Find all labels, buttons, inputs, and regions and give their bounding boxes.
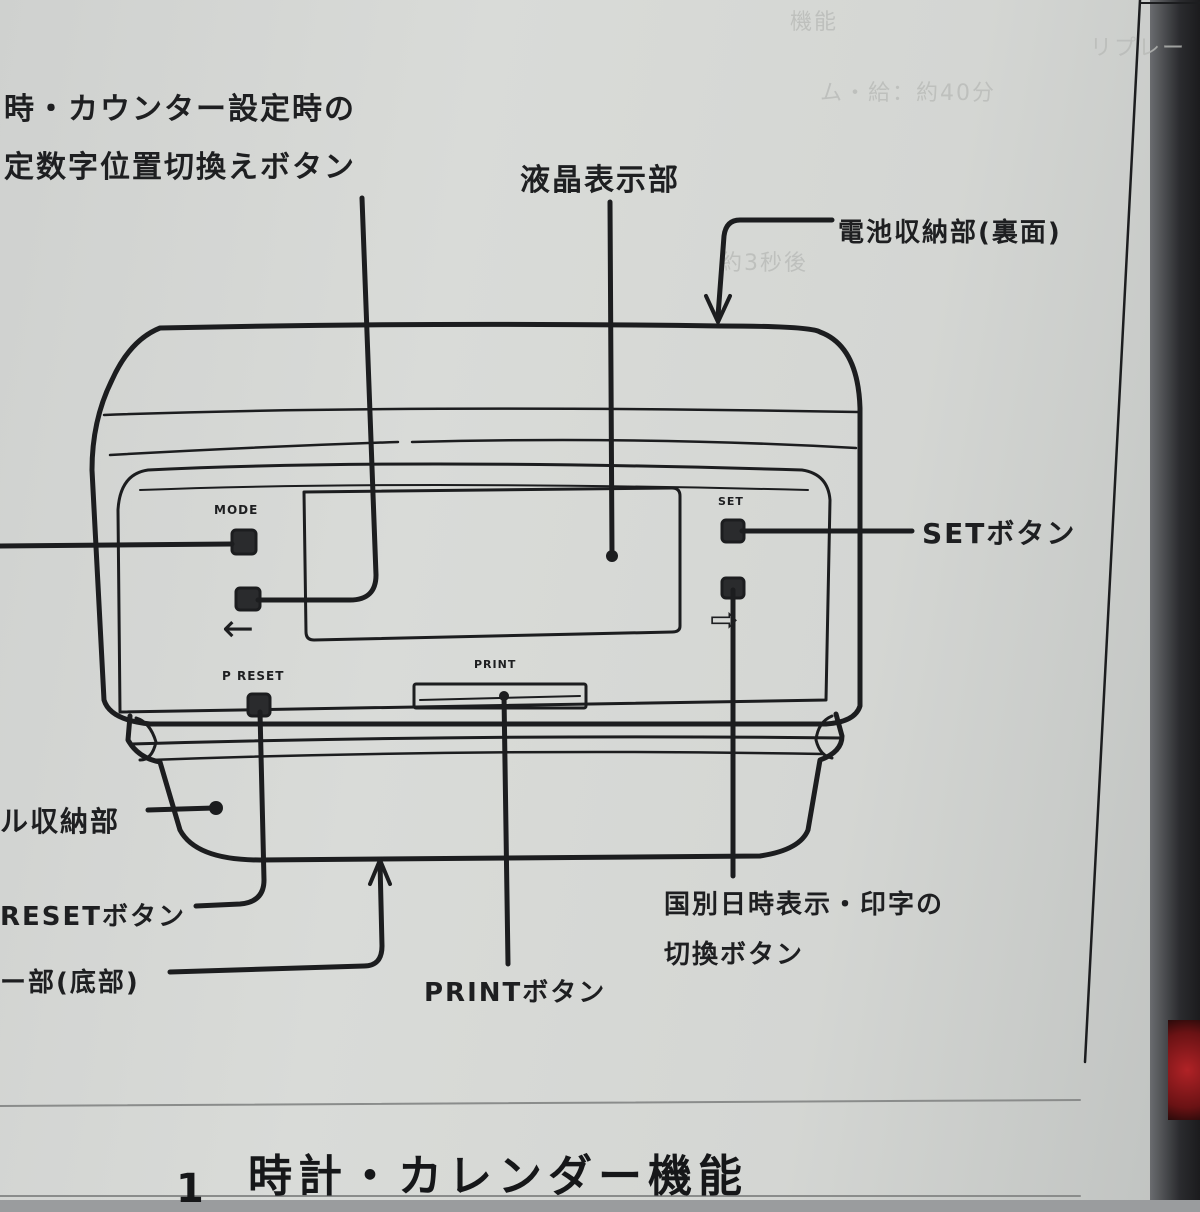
leader-bottom-arrow	[368, 858, 392, 886]
ghost-text: 機能	[790, 10, 839, 35]
print-button	[412, 682, 588, 710]
set-panel-label: SET	[718, 495, 744, 508]
battery-label: 電池収納部(裏面)	[838, 218, 1062, 248]
print-panel-label: PRINT	[474, 658, 517, 671]
country-switch-label-line1: 国別日時表示・印字の	[664, 890, 945, 920]
roll-storage-label: ル収納部	[0, 805, 121, 838]
right-arrow-icon: ⇨	[710, 600, 739, 640]
page-rule	[0, 1099, 1081, 1107]
shell-lower-line-right	[410, 438, 858, 450]
left-hinge	[134, 716, 158, 762]
mode-panel-label: MODE	[214, 503, 259, 517]
leader-preset	[193, 709, 267, 909]
shell-lower-line-left	[108, 440, 400, 457]
front-panel	[116, 462, 832, 714]
lcd-leader-dot	[606, 550, 618, 562]
left-arrow-icon: ←	[222, 606, 254, 650]
dark-background-edge	[1150, 0, 1200, 1200]
red-object-background	[1168, 1020, 1200, 1120]
print-button-label: PRINTボタン	[424, 978, 607, 1008]
ghost-text: ム・給：約40分	[820, 81, 996, 106]
leader-battery	[715, 217, 835, 319]
leader-digit-switch	[255, 195, 379, 603]
device-base	[125, 711, 845, 863]
ghost-text: 約3秒後	[720, 251, 808, 276]
set-button-label: SETボタン	[922, 517, 1077, 550]
country-switch-label-line2: 切換ボタン	[664, 940, 805, 970]
device-top-shell	[89, 321, 863, 727]
preset-panel-label: P RESET	[222, 669, 285, 683]
leader-mode	[0, 541, 235, 549]
leader-bottom-part	[167, 859, 385, 975]
section-number: 1	[176, 1166, 210, 1212]
print-leader-dot	[499, 691, 509, 701]
leader-print	[501, 693, 511, 967]
base-seam-2	[148, 750, 826, 762]
lcd-window	[302, 486, 682, 642]
bottom-part-label: ー部(底部)	[0, 968, 140, 998]
shell-upper-line	[102, 407, 860, 417]
mode-button	[230, 528, 258, 556]
preset-button-label: RESETボタン	[0, 902, 187, 932]
digit-switch-label-line2: 定数字位置切換えボタン	[4, 150, 356, 185]
leader-battery-arrow	[704, 294, 732, 324]
base-seam	[130, 735, 844, 746]
digit-switch-label-line1: 時・カウンター設定時の	[4, 92, 356, 127]
leader-lcd	[607, 199, 615, 558]
page-border-right	[1083, 0, 1142, 1064]
right-hinge	[814, 714, 834, 760]
lcd-label: 液晶表示部	[520, 163, 680, 198]
front-panel-inner	[139, 484, 809, 491]
leader-roll-storage	[145, 805, 217, 813]
section-title: 時計・カレンダー機能	[248, 1151, 748, 1202]
roll-storage-leader-dot	[209, 801, 223, 815]
